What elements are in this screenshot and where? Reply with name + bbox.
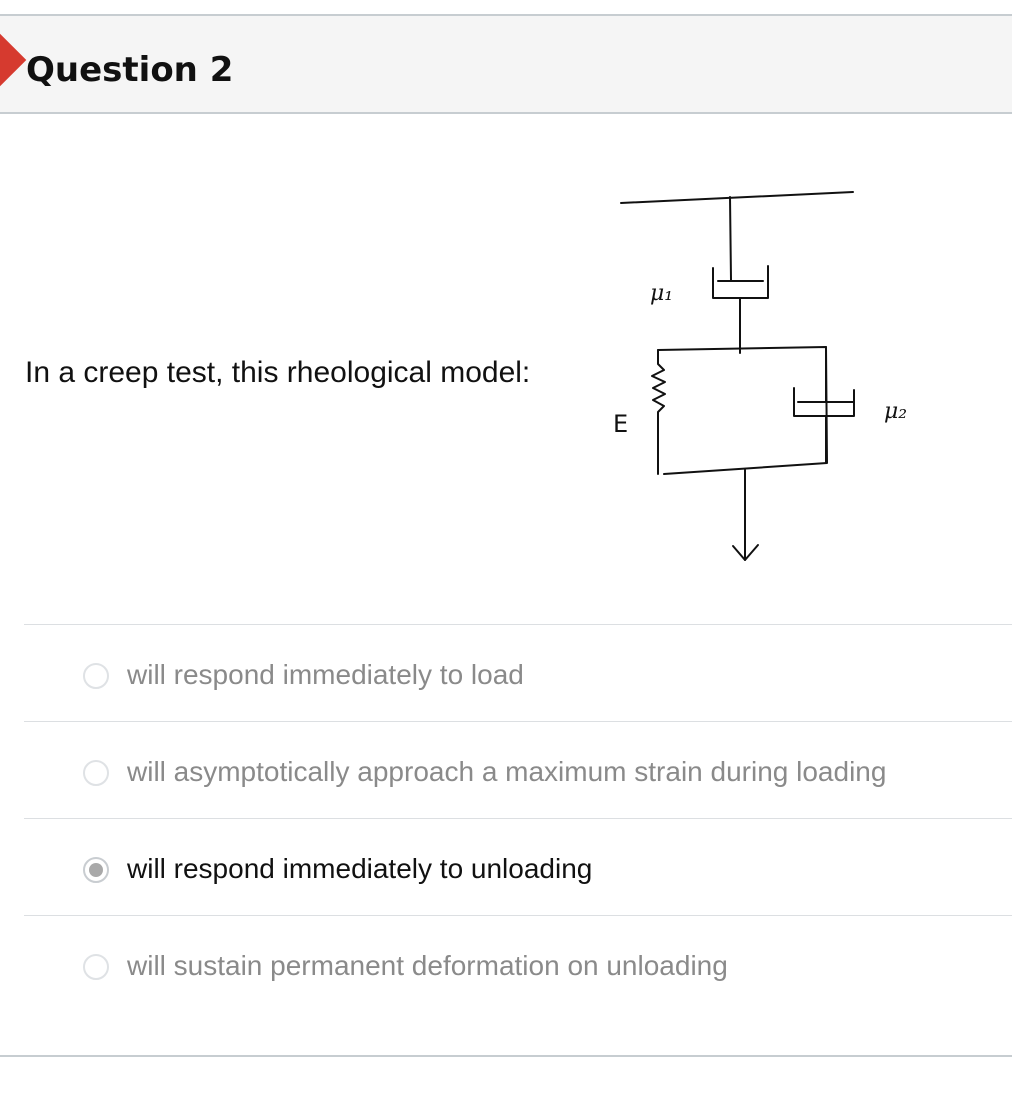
mu2-label: μ₂ [884, 399, 907, 424]
question-header: Question 2 [0, 14, 1012, 114]
selected-radio-button-icon[interactable] [83, 857, 109, 883]
answer-option-4[interactable]: will sustain permanent deformation on un… [24, 915, 1012, 1012]
e-label: E [613, 410, 628, 438]
answer-option-1[interactable]: will respond immediately to load [24, 624, 1012, 721]
answer-option-label: will asymptotically approach a maximum s… [127, 756, 887, 787]
radio-button-icon[interactable] [83, 954, 109, 980]
load-arrow-head [732, 544, 759, 561]
question-title: Question 2 [26, 50, 234, 90]
answer-option-2[interactable]: will asymptotically approach a maximum s… [24, 721, 1012, 818]
top-support-line [620, 191, 854, 204]
answer-option-label: will respond immediately to load [127, 659, 524, 690]
spring-element [651, 349, 666, 475]
top-rod [729, 196, 732, 281]
answer-options: will respond immediately to load will as… [24, 624, 1012, 1012]
rheological-model-diagram: μ₁ μ₂ E [600, 180, 950, 580]
radio-button-icon[interactable] [83, 663, 109, 689]
question-prompt: In a creep test, this rheological model: [25, 356, 531, 389]
answer-option-label: will sustain permanent deformation on un… [127, 950, 728, 981]
dashpot-2-piston [797, 346, 855, 403]
question-bottom-divider [0, 1055, 1012, 1057]
mu1-label: μ₁ [650, 281, 673, 306]
answer-option-label: will respond immediately to unloading [127, 853, 593, 884]
answer-option-3[interactable]: will respond immediately to unloading [24, 818, 1012, 915]
rheological-model-sketch: μ₁ μ₂ E [613, 191, 907, 561]
parallel-frame [657, 346, 828, 475]
radio-button-icon[interactable] [83, 760, 109, 786]
question-flag-icon[interactable] [0, 31, 27, 89]
